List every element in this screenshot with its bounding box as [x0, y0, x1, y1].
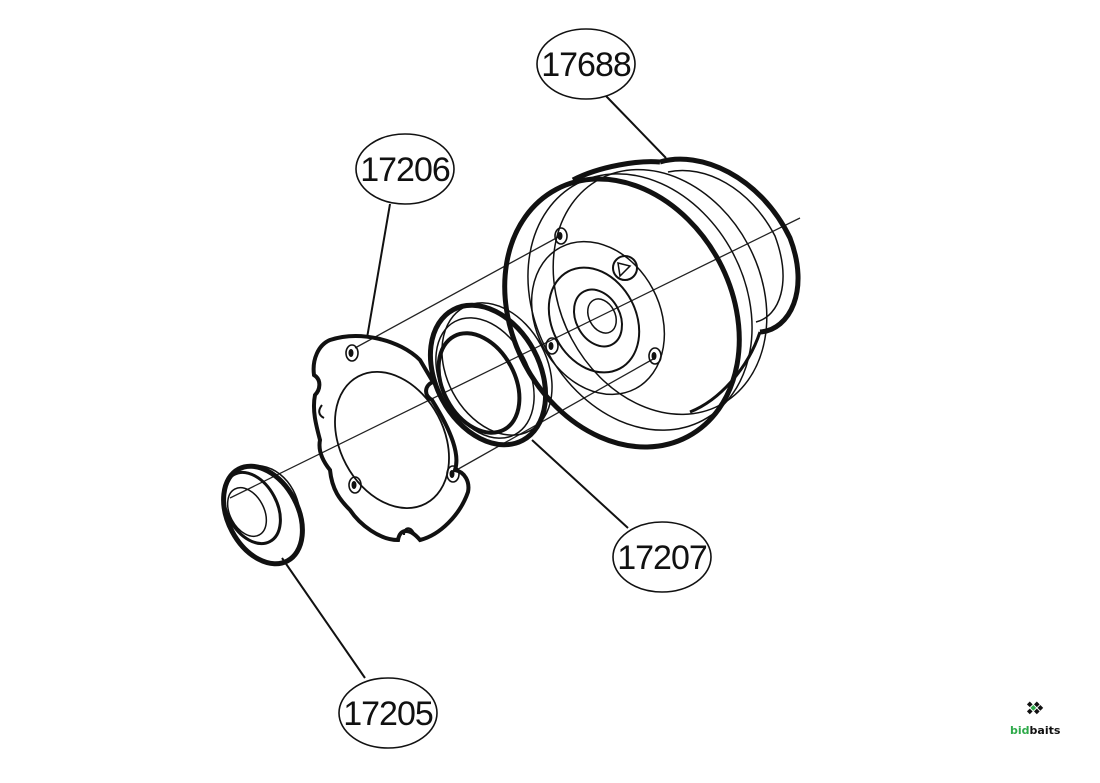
washer-screw-hole [345, 344, 359, 362]
washer-plate-part [311, 334, 471, 543]
callout-17207: 17207 [612, 521, 712, 593]
logo-suffix: baits [1030, 724, 1061, 737]
leader-lines [281, 95, 667, 679]
washer-screw-hole [446, 465, 460, 483]
callout-label: 17205 [343, 695, 433, 733]
seal-ring-part [427, 302, 553, 448]
bidbaits-logo: bidbaits [1010, 701, 1061, 737]
callout-label: 17688 [541, 46, 631, 84]
callout-label: 17207 [617, 539, 707, 577]
axis-lines [229, 217, 801, 499]
callout-label: 17206 [360, 151, 450, 189]
bushing-part [221, 463, 305, 567]
callout-17205: 17205 [338, 677, 438, 749]
drum-screw-hole [648, 347, 662, 365]
logo-prefix: bid [1010, 724, 1030, 737]
logo-mark-icon [1026, 701, 1044, 715]
logo-text: bidbaits [1010, 724, 1061, 737]
callout-17688: 17688 [536, 28, 636, 100]
callout-17206: 17206 [355, 133, 455, 205]
spool-drum-part [502, 156, 801, 450]
